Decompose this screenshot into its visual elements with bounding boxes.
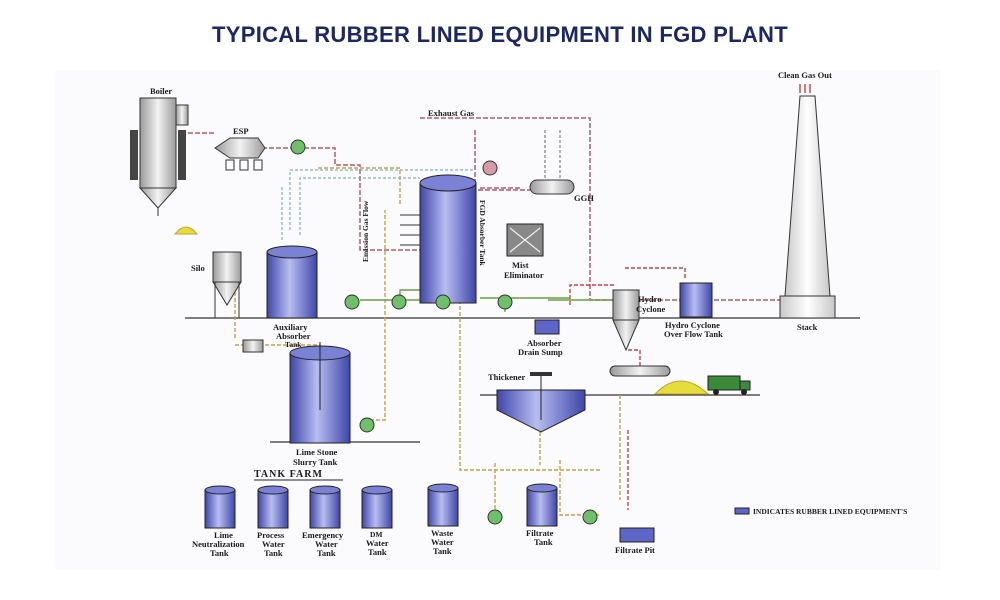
thickener-label: Thickener [488, 372, 526, 382]
fgd-absorber-tank-label: FGD Absorber Tank [478, 200, 487, 267]
hydro-cyclone-label-2: Cyclone [636, 304, 666, 314]
dm-water-label-3: Tank [368, 547, 387, 557]
filtrate-tank-label-2: Tank [534, 537, 553, 547]
absorber-drain-sump: Absorber Drain Sump [518, 319, 563, 357]
mist-eliminator: Mist Eliminator [504, 223, 544, 280]
emergency-water-tank: Emergency Water Tank [302, 485, 344, 558]
booster-fan [482, 160, 498, 176]
dm-water-label-2: Water [366, 538, 389, 548]
mist-eliminator-label-1: Mist [512, 260, 529, 270]
page-title: TYPICAL RUBBER LINED EQUIPMENT IN FGD PL… [212, 22, 788, 47]
hydro-cyclone-overflow-tank: Hydro Cyclone Over Flow Tank [664, 282, 723, 339]
absorber-drain-sump-label-1: Absorber [527, 338, 562, 348]
lime-stone-slurry-label-2: Slurry Tank [293, 457, 337, 467]
silo-label: Silo [191, 263, 205, 273]
ggh: GGH [529, 130, 594, 203]
boiler-label: Boiler [150, 86, 172, 96]
filtrate-tank: Filtrate Tank [526, 483, 558, 547]
emergency-water-label-2: Water [315, 539, 338, 549]
belt-filter [609, 365, 671, 377]
waste-water-label-3: Tank [433, 546, 452, 556]
hydro-cyclone-overflow-label-1: Hydro Cyclone [665, 320, 720, 330]
filtrate-pit-label: Filtrate Pit [615, 545, 655, 555]
pump-group-ground [344, 294, 513, 310]
waste-water-tank: Waste Water Tank [427, 483, 459, 556]
filtrate-pit: Filtrate Pit [615, 527, 655, 555]
tank-farm-label: TANK FARM [254, 469, 323, 480]
fan-after-esp [290, 139, 306, 155]
lime-neutralization-label-2: Neutralization [192, 539, 245, 549]
boiler: Boiler [130, 86, 189, 216]
gypsum-pile [653, 380, 710, 395]
waste-water-label-1: Waste [431, 528, 453, 538]
auxiliary-absorber-tank: Auxiliary Absorber Tank [266, 245, 318, 349]
lime-neutralization-label-3: Tank [210, 548, 229, 558]
legend-swatch [734, 507, 750, 515]
clean-gas-arrows [799, 84, 811, 93]
emergency-water-label-1: Emergency [302, 530, 344, 540]
dm-water-label-1: DM [370, 530, 383, 539]
hydro-cyclone-label-1: Hydro [638, 294, 661, 304]
exhaust-gas-label: Exhaust Gas [428, 108, 475, 118]
clean-gas-out-label: Clean Gas Out [778, 70, 832, 80]
hydro-cyclone: Hydro Cyclone [612, 289, 666, 352]
absorber-drain-sump-label-2: Drain Sump [518, 347, 563, 357]
ggh-label: GGH [574, 193, 594, 203]
auxiliary-absorber-label-2: Absorber [276, 331, 311, 341]
stack-label: Stack [797, 322, 818, 332]
auxiliary-absorber-label-1: Auxiliary [273, 322, 308, 332]
stack: Stack [779, 95, 836, 332]
truck [707, 375, 751, 395]
mist-eliminator-label-2: Eliminator [504, 270, 544, 280]
lime-neutralization-tank: Lime Neutralization Tank [192, 485, 245, 558]
dm-water-tank: DM Water Tank [361, 485, 393, 557]
fgd-absorber-tank: Emission Gas Flow FGD Absorber Tank [361, 174, 487, 304]
lime-neutralization-label-1: Lime [214, 530, 233, 540]
water-lines [281, 169, 475, 240]
thickener: Thickener [488, 372, 586, 433]
esp-label: ESP [233, 126, 249, 136]
silo: Silo [173, 226, 242, 318]
lime-stone-slurry-tank: Lime Stone Slurry Tank [289, 342, 351, 467]
waste-water-label-2: Water [431, 537, 454, 547]
emission-gas-flow-label: Emission Gas Flow [361, 200, 370, 262]
auxiliary-absorber-label-3: Tank [285, 340, 302, 349]
feed-pump-silo [242, 339, 264, 353]
process-water-label-2: Water [262, 539, 285, 549]
process-water-label-1: Process [257, 530, 285, 540]
process-water-tank: Process Water Tank [257, 485, 289, 558]
process-water-label-3: Tank [264, 548, 283, 558]
legend: INDICATES RUBBER LINED EQUIPMENT'S [734, 507, 907, 516]
esp: ESP [214, 126, 266, 171]
emergency-water-label-3: Tank [317, 548, 336, 558]
lime-stone-slurry-label-1: Lime Stone [296, 447, 338, 457]
hydro-cyclone-overflow-label-2: Over Flow Tank [664, 329, 723, 339]
filtrate-tank-label-1: Filtrate [526, 528, 554, 538]
paper-background [55, 70, 940, 570]
legend-text: INDICATES RUBBER LINED EQUIPMENT'S [753, 507, 907, 516]
pump-group-lower [359, 417, 598, 525]
